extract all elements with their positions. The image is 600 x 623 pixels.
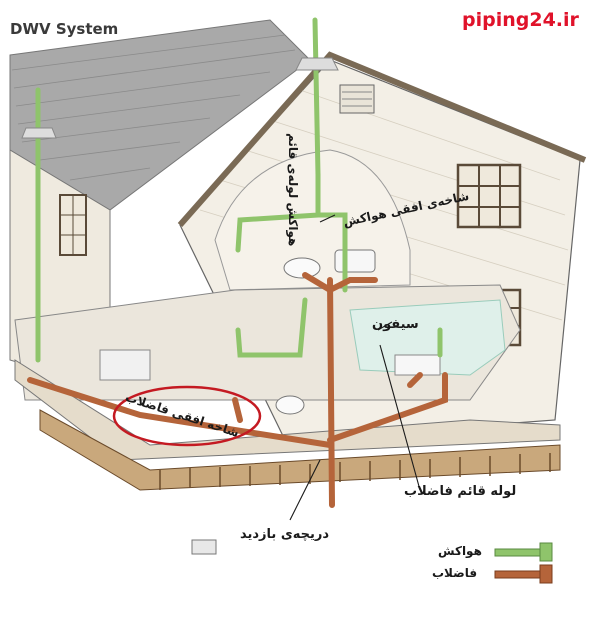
- kitchen-sink: [99, 349, 151, 381]
- legend-drain-label: فاضلاب: [432, 566, 478, 580]
- lower-toilet: [275, 395, 305, 415]
- vent-pipes: [35, 17, 443, 363]
- drain-branch-highlight: [112, 385, 262, 447]
- upper-bathtub: [334, 249, 376, 273]
- upper-toilet: [283, 257, 321, 279]
- right-sink: [394, 354, 441, 376]
- diagram-title: DWV System: [10, 20, 119, 38]
- legend-vent-swatch: [494, 542, 553, 562]
- leader-lines: [289, 214, 421, 521]
- window-left: [59, 194, 87, 256]
- brand-watermark: piping24.ir: [462, 9, 579, 31]
- legend-vent-label: هواکش: [438, 544, 482, 558]
- label-cleanout: دریچه‌ی بازدید: [240, 527, 330, 542]
- roof-flashing-main: [295, 57, 339, 71]
- label-soil-stack: لوله قائم فاضلاب: [404, 484, 517, 499]
- porch-deck: [14, 359, 561, 461]
- label-trap: سیفون: [372, 317, 419, 332]
- label-vent-stack: هواکش لوله‌ی قائم: [286, 133, 300, 247]
- lattice-posts: [159, 453, 551, 490]
- drain-pipes: [27, 272, 448, 508]
- roof-edge: [177, 51, 587, 227]
- right-room-floor: [349, 299, 506, 376]
- legend-drain-swatch: [494, 564, 553, 584]
- left-roof: [9, 19, 311, 211]
- roof-flashing-left: [21, 127, 57, 139]
- cleanout-box: [191, 539, 217, 555]
- window-right-top: [456, 163, 522, 229]
